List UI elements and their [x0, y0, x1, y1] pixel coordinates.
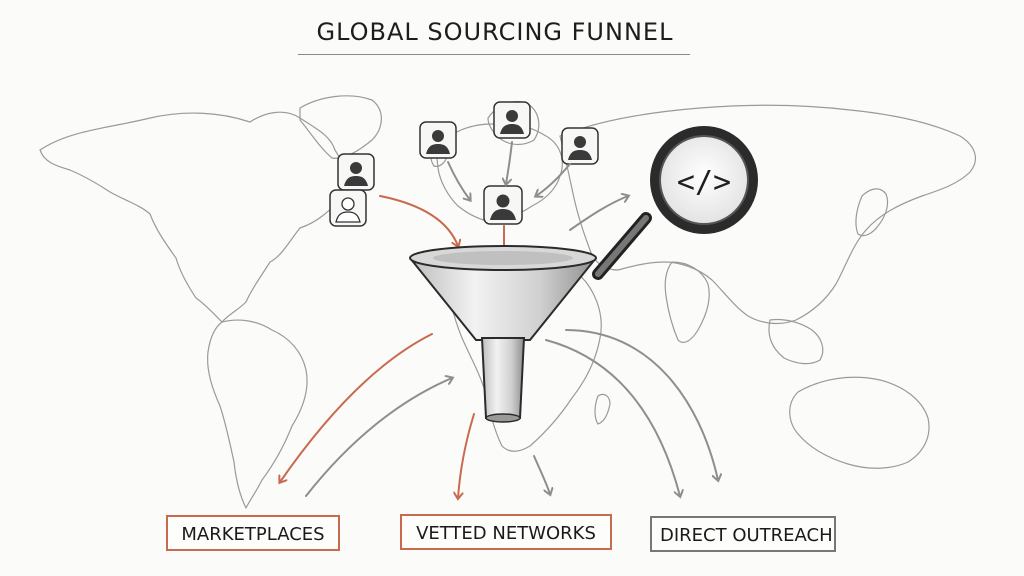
australia-outline [789, 376, 930, 469]
vetted-networks-label: VETTED NETWORKS [400, 514, 612, 550]
person-avatar-icon [493, 101, 531, 139]
arrow-vetted-gray [533, 455, 550, 494]
arrow-avatar-to-funnel [379, 195, 458, 246]
candidate-avatars [329, 101, 599, 227]
marketplaces-label: MARKETPLACES [166, 515, 340, 551]
person-avatar-icon [483, 185, 523, 225]
arrow-avatar-to-funnel [506, 141, 513, 184]
person-avatar-icon [561, 127, 599, 165]
arrow-avatar-to-funnel [536, 163, 571, 196]
north-america-outline [39, 111, 347, 323]
person-avatar-icon [337, 153, 375, 191]
arrow-magnifier-feedback [569, 196, 628, 231]
outbound-arrows [280, 329, 718, 498]
asia-outline [559, 104, 977, 325]
arrow-from-marketplaces [305, 378, 452, 497]
india-outline [664, 261, 710, 343]
inbound-arrows [379, 141, 628, 258]
arrow-to-marketplaces [280, 333, 433, 482]
magnifier-code-icon: </> [592, 126, 758, 280]
southeast-asia-outline [768, 318, 824, 365]
arrow-to-direct-outreach [545, 339, 680, 496]
person-avatar-icon [329, 189, 367, 227]
japan-outline [855, 188, 889, 237]
magnifier-code-symbol: </> [677, 165, 731, 200]
funnel-icon [409, 245, 597, 423]
direct-outreach-label: DIRECT OUTREACH [650, 516, 836, 552]
title-underline [298, 54, 690, 55]
person-avatar-icon [419, 121, 457, 159]
madagascar-outline [594, 393, 611, 425]
diagram-title: GLOBAL SOURCING FUNNEL [316, 18, 674, 46]
arrow-avatar-to-funnel [447, 161, 470, 200]
arrow-to-vetted-networks [458, 413, 475, 498]
south-america-outline [207, 319, 308, 509]
europe-outline [435, 122, 563, 223]
greenland-outline [299, 95, 382, 159]
arrow-to-direct-outreach-2 [565, 329, 718, 480]
